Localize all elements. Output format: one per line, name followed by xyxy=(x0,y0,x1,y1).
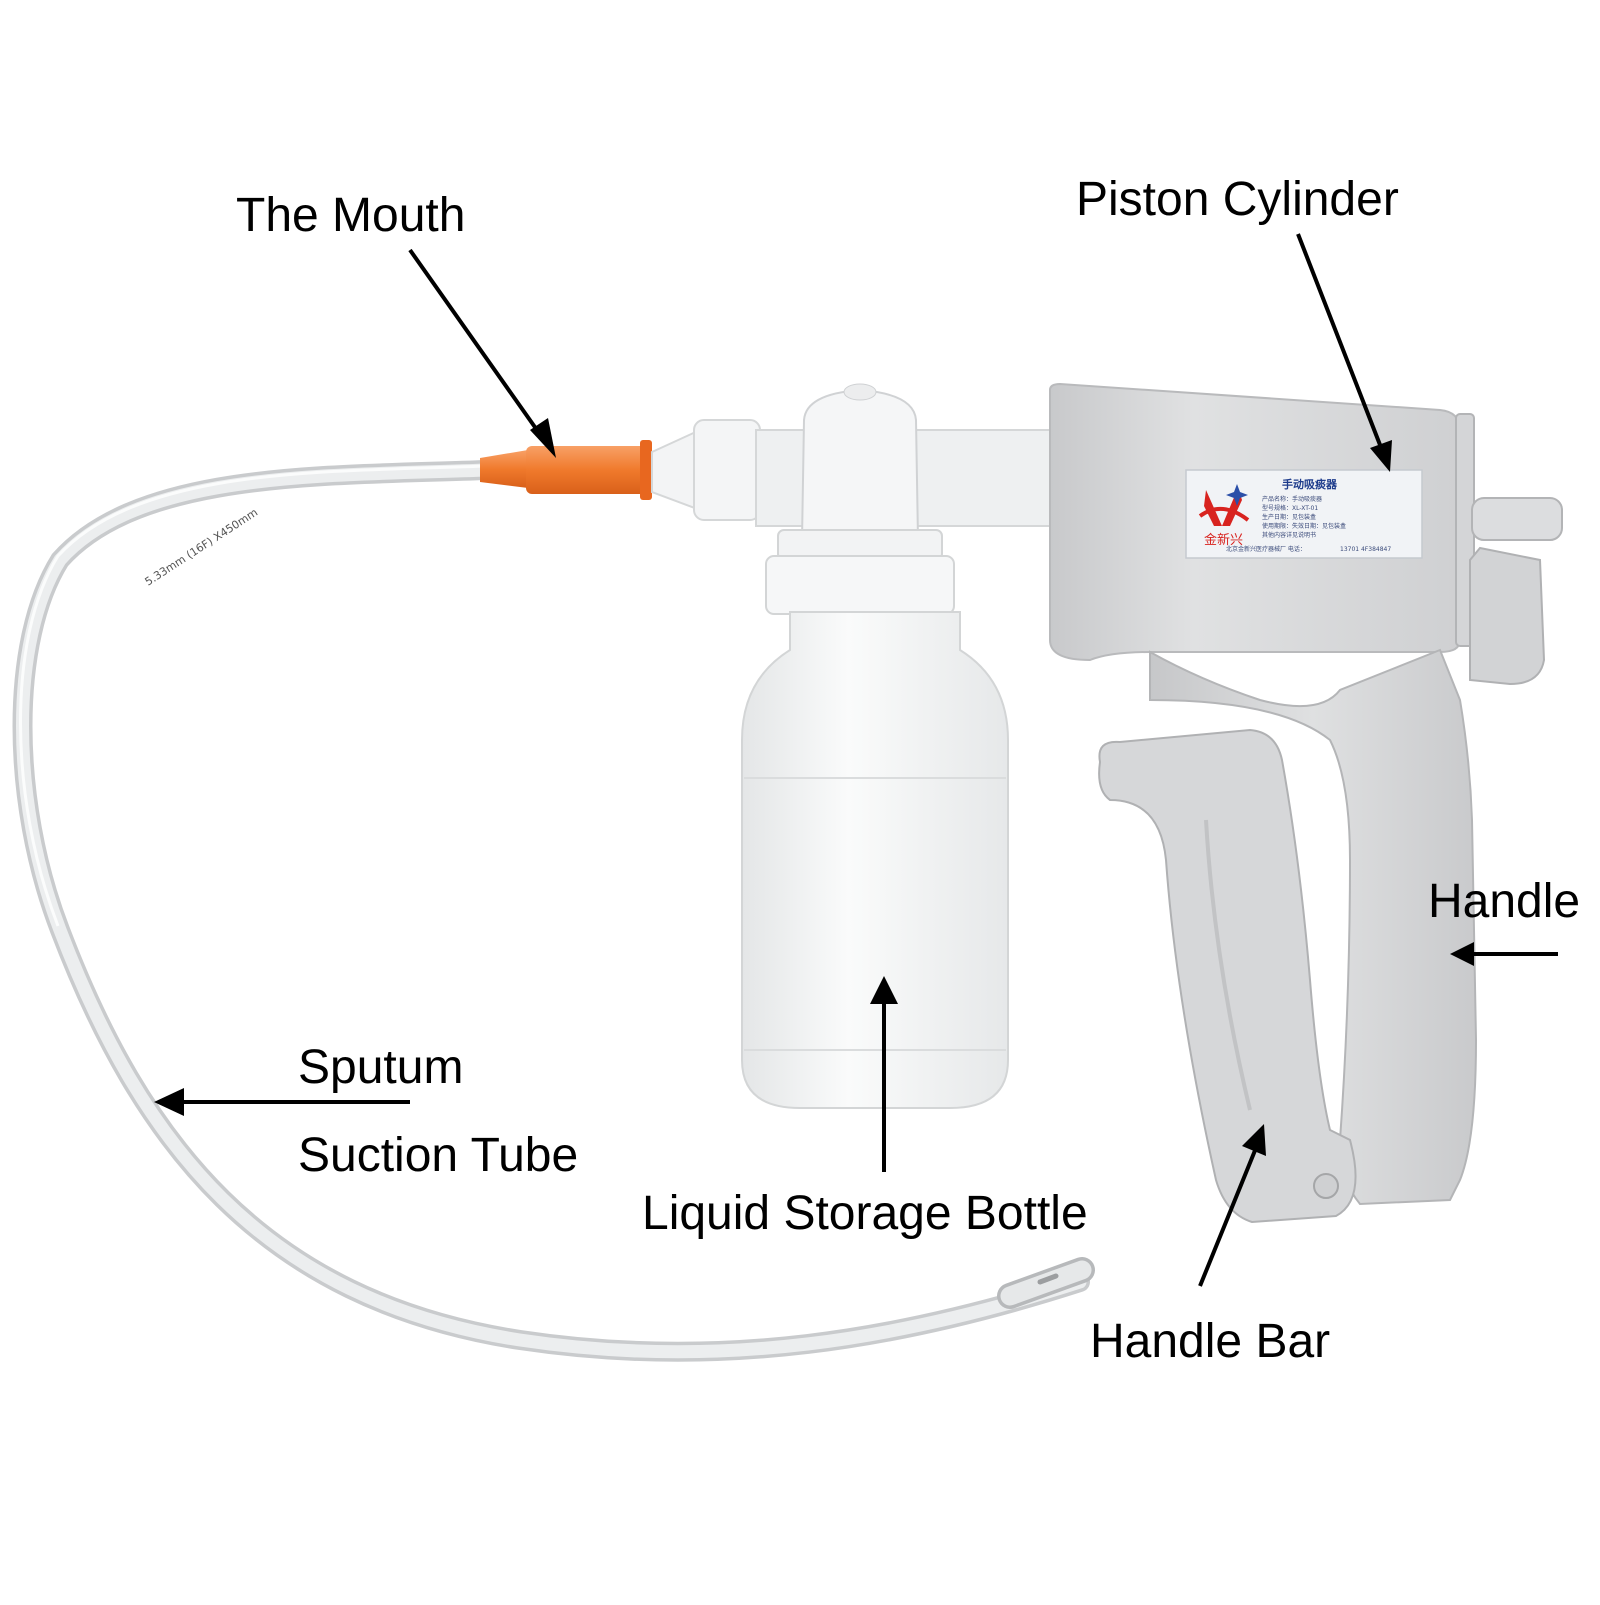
label-the-mouth: The Mouth xyxy=(236,189,466,242)
suction-tube xyxy=(12,460,1095,1362)
arrowhead-bottle xyxy=(870,976,898,1004)
handle-grip xyxy=(1149,648,1478,1206)
sticker-line-5: 其他内容详见说明书 xyxy=(1262,531,1316,539)
brand-logo: 金新兴 xyxy=(1198,484,1250,548)
label-suction-tube: Suction Tube xyxy=(298,1129,579,1182)
arrows xyxy=(154,233,1558,1287)
sticker-line-1: 产品名称：手动吸痰器 xyxy=(1262,495,1322,503)
arrowhead-sputum-tube xyxy=(154,1088,184,1116)
arrow-piston xyxy=(1296,233,1384,451)
sticker-line-4: 使用期限：失效日期：见包装盒 xyxy=(1262,522,1346,530)
sticker-line-6: 北京金新兴医疗器械厂 电话： xyxy=(1226,545,1306,553)
arrowhead-piston xyxy=(1370,440,1392,472)
sticker-line-2: 型号规格：XL-XT-01 xyxy=(1262,504,1318,512)
label-handle: Handle xyxy=(1428,875,1581,928)
arrow-mouth xyxy=(408,248,546,442)
sticker-title: 手动吸痰器 xyxy=(1282,477,1338,491)
brand-name: 金新兴 xyxy=(1204,532,1243,548)
arrowhead-mouth xyxy=(530,418,556,458)
arrowhead-handle-bar xyxy=(1242,1124,1266,1156)
orange-tip xyxy=(480,440,652,500)
label-liquid-storage-bottle: Liquid Storage Bottle xyxy=(642,1187,1088,1240)
product-sticker: 金新兴 手动吸痰器 产品名称：手动吸痰器 型号规格：XL-XT-01 生产日期：… xyxy=(1185,469,1423,559)
sticker-line-3: 生产日期：见包装盒 xyxy=(1262,513,1316,521)
label-handle-bar: Handle Bar xyxy=(1090,1315,1331,1368)
liquid-storage-bottle xyxy=(741,611,1009,1109)
handle-bar-lever xyxy=(1098,728,1357,1224)
arrowhead-handle xyxy=(1450,942,1474,966)
label-piston-cylinder: Piston Cylinder xyxy=(1076,173,1399,226)
label-sputum: Sputum xyxy=(298,1041,464,1094)
sticker-phone: 13701 4F384847 xyxy=(1340,546,1391,553)
bottle-cap xyxy=(765,383,955,615)
arrow-handle-bar xyxy=(1198,1147,1258,1287)
tube-marking: 5.33mm (16F) X450mm xyxy=(143,506,261,589)
